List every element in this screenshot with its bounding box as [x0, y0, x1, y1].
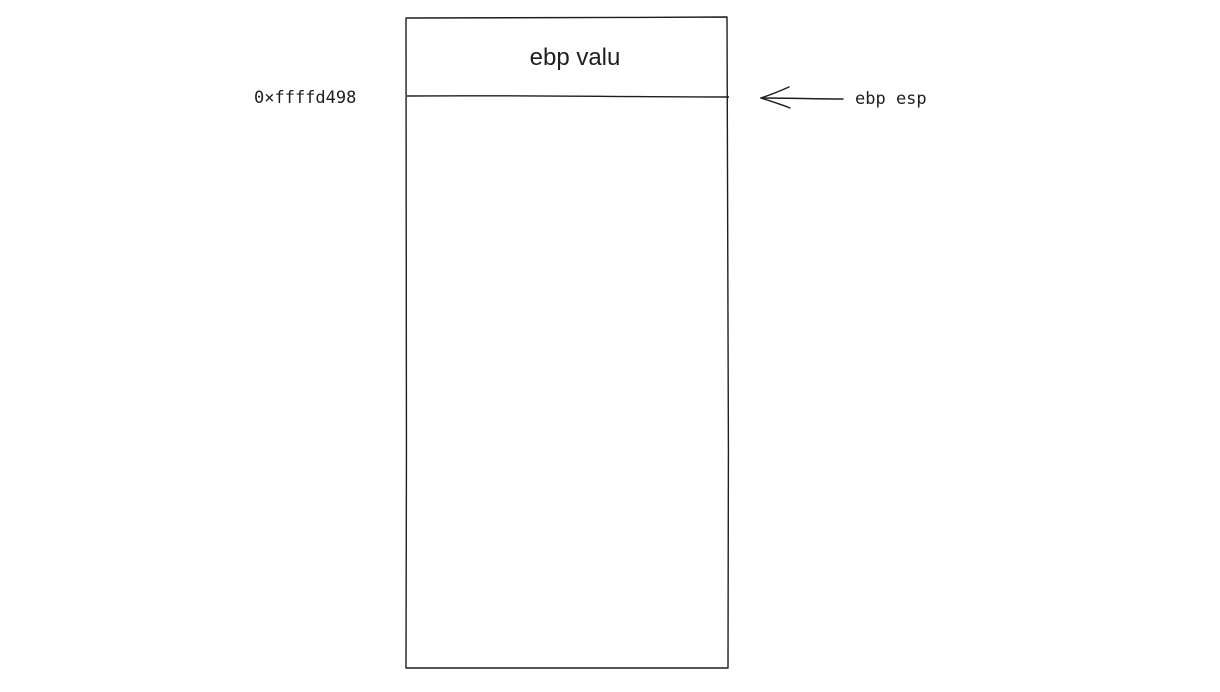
address-label: 0×ffffd498 — [254, 88, 356, 108]
stack-frame-outline — [405, 16, 730, 670]
arrow-head-upper — [760, 86, 790, 99]
pointer-arrow — [760, 86, 844, 109]
stack-cell-divider — [406, 95, 730, 98]
top-cell-label: ebp valu — [530, 44, 621, 71]
arrow-head-lower — [760, 97, 791, 109]
pointer-label: ebp esp — [855, 89, 927, 109]
arrow-shaft — [760, 97, 844, 100]
